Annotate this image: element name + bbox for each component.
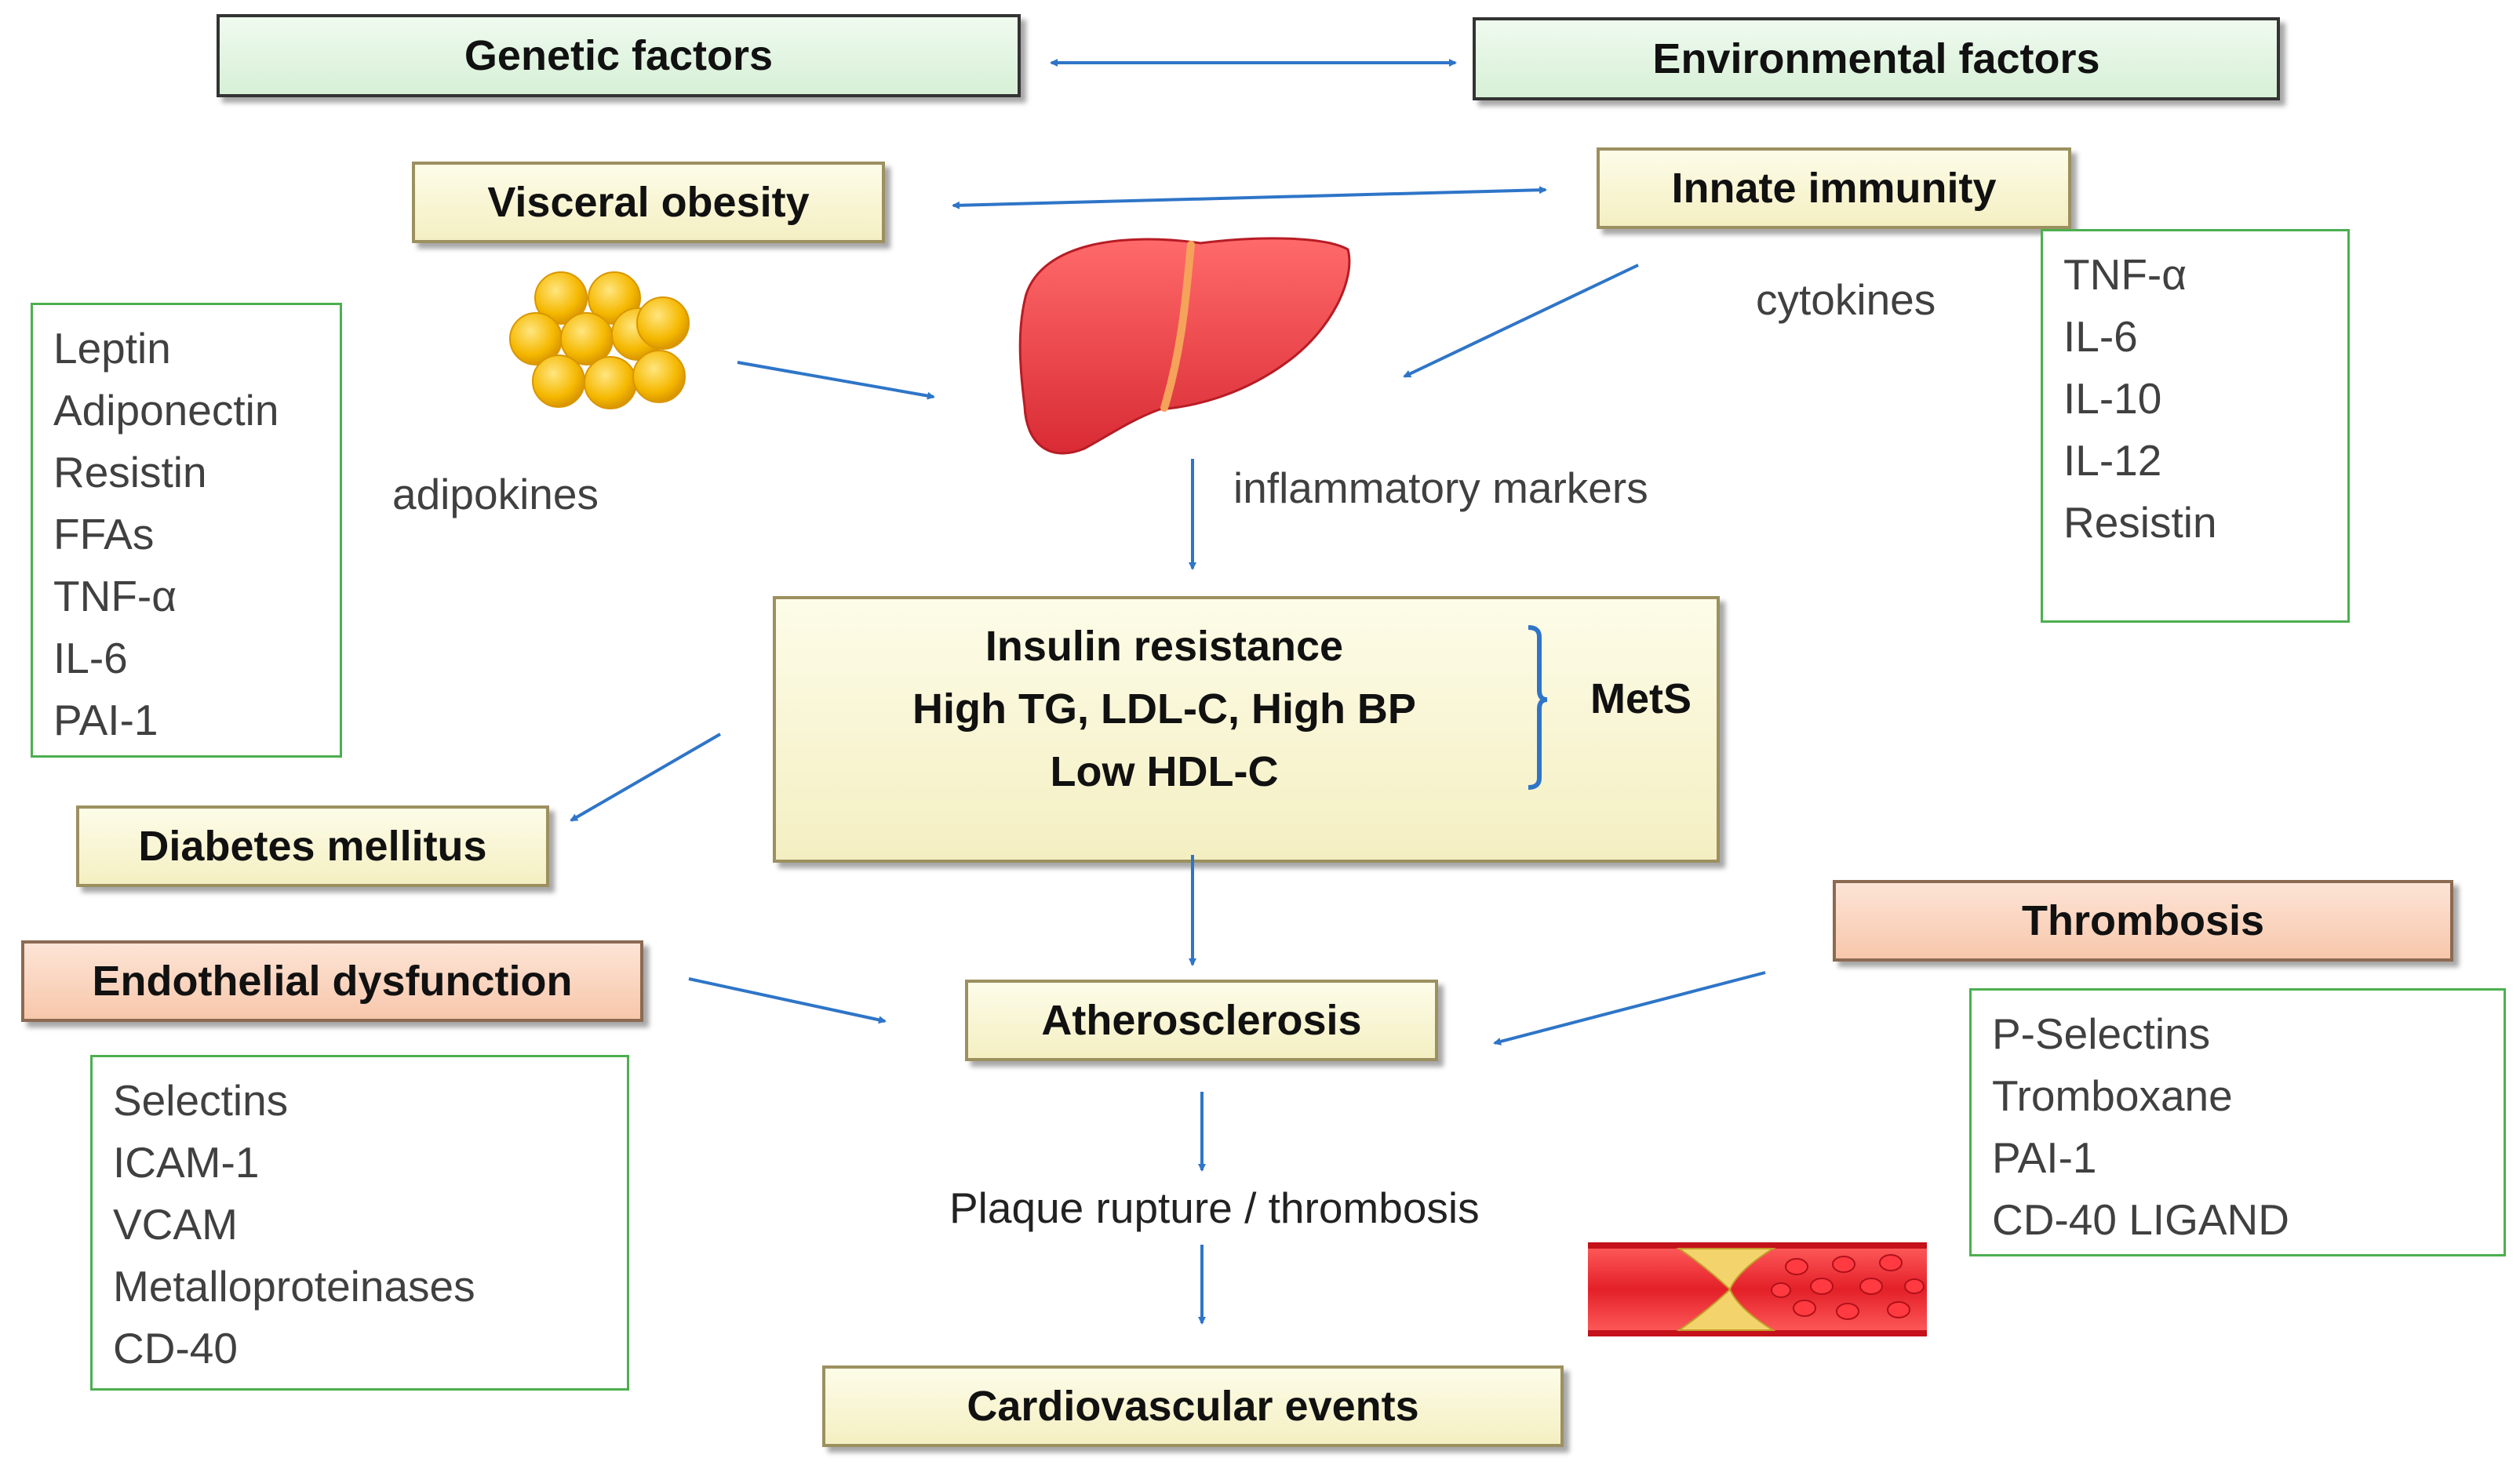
mets-conditions: Insulin resistance High TG, LDL-C, High … — [909, 615, 1419, 803]
endothelial-dysfunction-node: Endothelial dysfunction — [21, 940, 643, 1022]
low-hdl-line: Low HDL-C — [1050, 748, 1279, 795]
endothelial-dysfunction-label: Endothelial dysfunction — [92, 958, 573, 1005]
diabetes-mellitus-label: Diabetes mellitus — [138, 823, 487, 870]
thrombosis-markers-list-box: P-Selectins Tromboxane PAI-1 CD-40 LIGAN… — [1969, 988, 2506, 1256]
endothelial-to-atherosclerosis-arrow — [688, 977, 887, 1024]
diabetes-mellitus-node: Diabetes mellitus — [76, 805, 549, 887]
fat-cells-icon — [509, 271, 690, 409]
list-item: IL-12 — [2063, 436, 2162, 485]
visceral-obesity-label: Visceral obesity — [487, 179, 810, 226]
environmental-factors-node: Environmental factors — [1473, 17, 2280, 100]
mets-box: Insulin resistance High TG, LDL-C, High … — [773, 596, 1720, 863]
list-item: FFAs — [53, 510, 155, 558]
genetic-factors-label: Genetic factors — [464, 32, 774, 79]
list-item: Adiponectin — [53, 386, 279, 435]
list-item: Resistin — [2063, 498, 2217, 547]
endothelial-markers-list-box: Selectins ICAM-1 VCAM Metalloproteinases… — [90, 1055, 629, 1391]
list-item: IL-6 — [2063, 312, 2138, 361]
mets-to-diabetes-arrow — [570, 733, 722, 822]
list-item: VCAM — [113, 1200, 238, 1249]
cytokines-list-box: TNF-α IL-6 IL-10 IL-12 Resistin — [2041, 229, 2350, 623]
list-item: CD-40 LIGAND — [1992, 1195, 2289, 1244]
list-item: CD-40 — [113, 1324, 238, 1373]
insulin-resistance-line: Insulin resistance — [985, 623, 1344, 670]
adipokines-to-liver-arrow — [737, 361, 935, 400]
arrows-group — [570, 59, 1766, 1325]
mets-bracket — [1528, 625, 1548, 790]
visceral-obesity-node: Visceral obesity — [412, 162, 885, 243]
inflammatory-markers-label: inflammatory markers — [1233, 464, 1648, 512]
innate-immunity-node: Innate immunity — [1597, 147, 2071, 229]
genetic-factors-node: Genetic factors — [217, 14, 1021, 97]
list-item: TNF-α — [53, 572, 177, 620]
list-item: Selectins — [113, 1076, 289, 1125]
adipokines-label: adipokines — [392, 470, 599, 518]
list-item: ICAM-1 — [113, 1138, 260, 1187]
cytokines-to-liver-arrow — [1403, 264, 1639, 378]
list-item: IL-10 — [2063, 374, 2162, 423]
adipokines-list-box: Leptin Adiponectin Resistin FFAs TNF-α I… — [31, 303, 342, 758]
thrombosis-label: Thrombosis — [2021, 897, 2265, 944]
list-item: P-Selectins — [1992, 1009, 2211, 1058]
cardiovascular-events-node: Cardiovascular events — [822, 1365, 1564, 1447]
list-item: IL-6 — [53, 634, 128, 682]
atherosclerosis-node: Atherosclerosis — [965, 980, 1438, 1061]
mets-label: MetS — [1590, 675, 1692, 722]
thrombosis-to-atherosclerosis-arrow — [1493, 971, 1766, 1045]
lipid-bp-line: High TG, LDL-C, High BP — [912, 685, 1416, 733]
list-item: Tromboxane — [1992, 1071, 2233, 1120]
innate-immunity-label: Innate immunity — [1671, 165, 1997, 212]
cardiovascular-events-label: Cardiovascular events — [967, 1383, 1419, 1430]
thrombosis-node: Thrombosis — [1833, 880, 2453, 962]
environmental-factors-label: Environmental factors — [1652, 35, 2100, 82]
list-item: Metalloproteinases — [113, 1262, 475, 1311]
list-item: PAI-1 — [53, 696, 158, 744]
list-item: Resistin — [53, 448, 207, 496]
list-item: TNF-α — [2063, 250, 2187, 299]
list-item: PAI-1 — [1992, 1133, 2097, 1182]
list-item: Leptin — [53, 324, 171, 373]
cytokines-label: cytokines — [1756, 275, 1936, 324]
obesity-immunity-arrow — [952, 186, 1547, 209]
liver-icon — [1018, 237, 1351, 455]
blood-vessel-plaque-icon — [1588, 1242, 1927, 1336]
plaque-rupture-label: Plaque rupture / thrombosis — [949, 1184, 1480, 1232]
atherosclerosis-label: Atherosclerosis — [1041, 997, 1362, 1044]
